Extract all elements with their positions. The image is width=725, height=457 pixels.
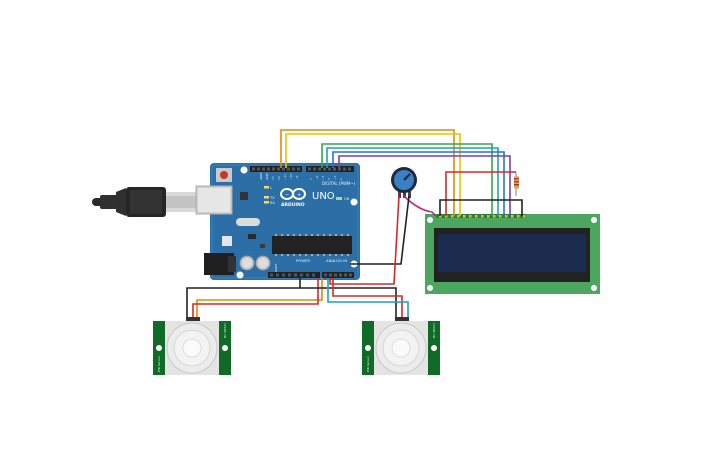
svg-text:−: − [285, 192, 289, 198]
svg-text:~10: ~10 [289, 174, 293, 180]
wire-purple-top[interactable] [338, 155, 511, 216]
voltage-regulator [240, 192, 248, 200]
pir2-side-label: PIR Sensor [366, 355, 370, 372]
analog-label: ANALOG IN [326, 258, 347, 263]
potentiometer[interactable] [391, 167, 417, 198]
svg-text:~6: ~6 [315, 175, 319, 180]
power-jack [204, 253, 234, 275]
wire-magenta-contrast[interactable] [403, 195, 437, 217]
crystal-oscillator [236, 218, 260, 226]
wire-green-top[interactable] [321, 143, 493, 216]
ioref-label: IOREF [274, 263, 278, 272]
wire-orange-top[interactable] [280, 129, 455, 216]
svg-text:AREF: AREF [259, 172, 263, 180]
svg-text:~9: ~9 [295, 175, 299, 180]
arduino-logo-text: ARDUINO [281, 202, 305, 208]
wire-black-pot[interactable] [350, 195, 410, 265]
wire-teal-top[interactable] [326, 147, 499, 216]
wire-black-lcd-gnd[interactable] [439, 199, 523, 216]
wire-black-pir2[interactable] [300, 287, 397, 320]
wire-blue-top[interactable] [332, 151, 505, 216]
resistor [514, 172, 519, 196]
pir1-model-label: HC-SR501 [223, 323, 227, 338]
arduino-uno-board[interactable]: AREF GND 13 12 ~11 ~10 ~9 7 ~6 ~5 4 ~3 2… [195, 163, 360, 280]
lcd-16x2-display [425, 214, 600, 294]
svg-text:4: 4 [327, 178, 331, 180]
svg-text:7: 7 [309, 178, 313, 180]
svg-text:2: 2 [339, 178, 343, 180]
wire-red-backlight[interactable] [445, 171, 516, 216]
pir2-model-label: HC-SR501 [432, 323, 436, 338]
rx-led-label: RX [270, 201, 275, 205]
wire-red-pot[interactable] [329, 195, 400, 285]
on-led-label: ON [344, 197, 350, 201]
lcd-screen [438, 234, 586, 272]
wire-red-pir1[interactable] [192, 278, 319, 320]
tx-led-label: TX [269, 196, 275, 200]
wire-red-pir2[interactable] [332, 278, 403, 320]
wire-black-pir1[interactable] [186, 278, 301, 320]
power-label: POWER [296, 258, 310, 263]
svg-text:~11: ~11 [283, 174, 287, 180]
pir-sensor-2[interactable]: PIR Sensor HC-SR501 [362, 317, 440, 375]
pir-sensor-1[interactable]: PIR Sensor HC-SR501 [153, 317, 231, 375]
analog-header [322, 272, 354, 278]
svg-text:12: 12 [277, 176, 281, 180]
wiring [186, 129, 523, 320]
svg-text:GND: GND [265, 172, 269, 180]
svg-text:13: 13 [271, 176, 275, 180]
atmega-chip [272, 236, 352, 254]
digital-header-left [250, 166, 302, 172]
wire-orange-pir1[interactable] [196, 278, 323, 320]
digital-label: DIGITAL (PWM~) [322, 181, 356, 186]
pir1-side-label: PIR Sensor [157, 355, 161, 372]
wire-yellow-top[interactable] [285, 133, 461, 216]
l-led-label: L [270, 186, 272, 190]
arduino-infinity-logo: − + [280, 188, 306, 200]
svg-text:+: + [297, 193, 301, 199]
board-model-label: UNO [312, 191, 335, 202]
wire-teal-pir2[interactable] [327, 278, 409, 320]
svg-text:~3: ~3 [333, 175, 337, 180]
svg-text:~5: ~5 [321, 175, 325, 180]
usb-cable[interactable] [92, 187, 196, 217]
